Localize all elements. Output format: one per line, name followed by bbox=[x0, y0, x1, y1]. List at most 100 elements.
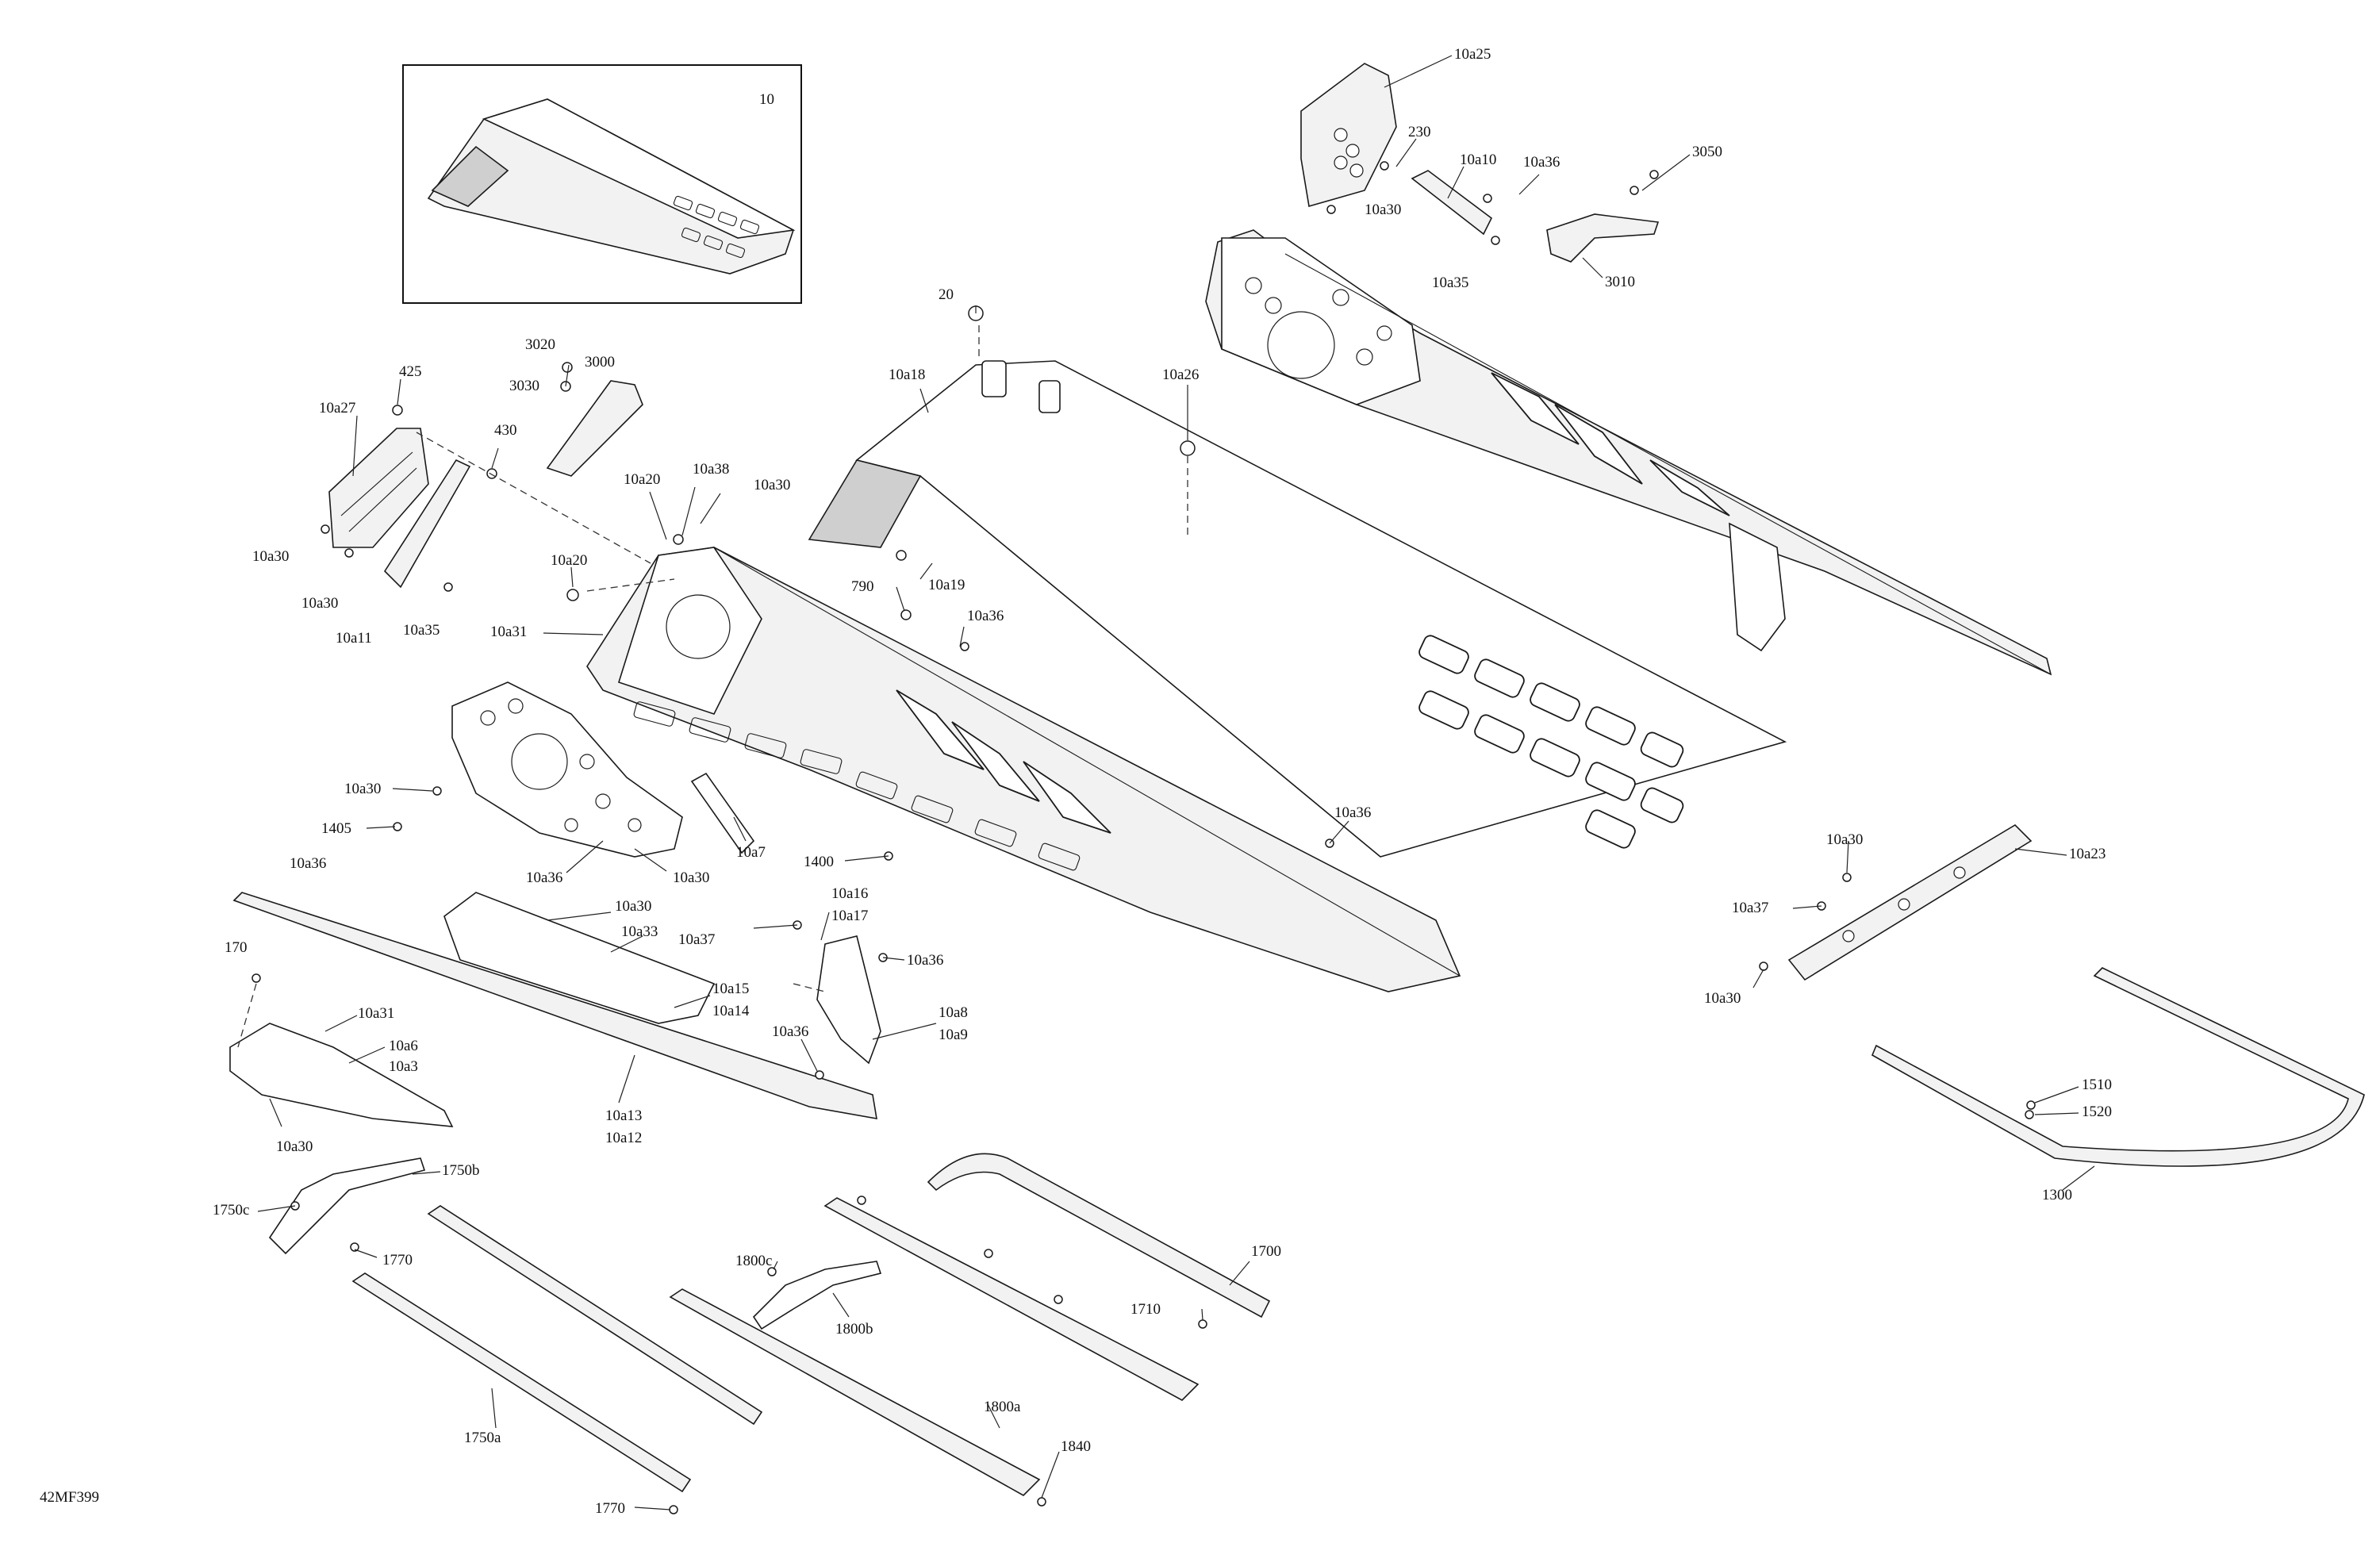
callout-1700: 1700 bbox=[1251, 1243, 1281, 1260]
callout-1750a: 1750a bbox=[464, 1430, 501, 1446]
bracket-10a6 bbox=[229, 1023, 454, 1127]
callout-10a20: 10a20 bbox=[551, 552, 587, 569]
callout-170: 170 bbox=[225, 939, 248, 956]
callout-10a30: 10a30 bbox=[301, 595, 338, 612]
leader-lines bbox=[257, 55, 2095, 1510]
callout-10a38: 10a38 bbox=[693, 461, 729, 478]
callout-10a14: 10a14 bbox=[712, 1003, 750, 1019]
callout-10a30: 10a30 bbox=[252, 548, 289, 565]
runner-1700 bbox=[927, 1153, 1271, 1318]
part-3010 bbox=[1546, 213, 1660, 263]
callout-3000: 3000 bbox=[585, 354, 615, 370]
callout-230: 230 bbox=[1408, 124, 1431, 140]
callout-425: 425 bbox=[399, 363, 422, 380]
callout-1770: 1770 bbox=[595, 1500, 625, 1517]
front-bracket-10a27 bbox=[328, 428, 429, 548]
callout-10a13: 10a13 bbox=[605, 1107, 642, 1124]
callout-10a36: 10a36 bbox=[526, 869, 562, 886]
callout-1710: 1710 bbox=[1130, 1301, 1161, 1318]
callout-1510: 1510 bbox=[2082, 1077, 2112, 1093]
rear-bumper-1300 bbox=[1871, 967, 2365, 1167]
fasteners bbox=[251, 161, 2036, 1514]
runner-1750-upper bbox=[427, 1205, 763, 1426]
panel-cutouts bbox=[633, 701, 1081, 871]
support-10a11 bbox=[383, 459, 471, 589]
callout-10a9: 10a9 bbox=[939, 1027, 968, 1043]
callout-10a7: 10a7 bbox=[736, 844, 766, 861]
callout-10a35: 10a35 bbox=[403, 622, 440, 639]
left-side-panel bbox=[586, 547, 1461, 992]
assembly-lines bbox=[237, 325, 1188, 1048]
callout-10a19: 10a19 bbox=[928, 577, 965, 593]
bracket-1800b bbox=[752, 1261, 882, 1330]
callout-3020: 3020 bbox=[525, 336, 555, 353]
callout-10a18: 10a18 bbox=[889, 367, 925, 383]
callout-10a30: 10a30 bbox=[1704, 990, 1741, 1007]
runner-1800-upper bbox=[823, 1197, 1200, 1401]
callout-1400: 1400 bbox=[804, 854, 834, 870]
rear-bracket-10a25 bbox=[1300, 63, 1397, 208]
bracket-1750b bbox=[268, 1157, 426, 1255]
right-side-panel bbox=[1205, 229, 2052, 676]
callout-10a11: 10a11 bbox=[336, 630, 372, 647]
inset-slots bbox=[673, 195, 760, 259]
callout-10a30: 10a30 bbox=[276, 1138, 313, 1155]
support-10a15 bbox=[443, 892, 716, 1024]
callout-10a3: 10a3 bbox=[389, 1058, 418, 1075]
callout-10a36: 10a36 bbox=[772, 1023, 808, 1040]
callout-10a26: 10a26 bbox=[1162, 367, 1199, 383]
callout-3050: 3050 bbox=[1692, 144, 1722, 160]
callout-1405: 1405 bbox=[321, 820, 351, 837]
callout-10a37: 10a37 bbox=[1732, 900, 1768, 916]
callout-10a30: 10a30 bbox=[673, 869, 709, 886]
callout-1840: 1840 bbox=[1061, 1438, 1091, 1455]
plate-10a7 bbox=[690, 772, 755, 854]
callout-3030: 3030 bbox=[509, 378, 539, 394]
callout-10a16: 10a16 bbox=[831, 885, 868, 902]
callout-10a8: 10a8 bbox=[939, 1004, 968, 1021]
callout-1300: 1300 bbox=[2042, 1187, 2072, 1203]
callout-10a36: 10a36 bbox=[1334, 804, 1371, 821]
footrest-bar-10a13 bbox=[232, 892, 877, 1119]
callout-1520: 1520 bbox=[2082, 1104, 2112, 1120]
callout-10a10: 10a10 bbox=[1460, 152, 1496, 168]
bracket-10a10 bbox=[1411, 170, 1493, 236]
callout-10a30: 10a30 bbox=[615, 898, 651, 915]
callout-1800b: 1800b bbox=[835, 1321, 873, 1338]
callout-1750c: 1750c bbox=[213, 1202, 249, 1219]
callout-10a17: 10a17 bbox=[831, 908, 868, 924]
callout-10a30: 10a30 bbox=[344, 781, 381, 797]
callout-10a31: 10a31 bbox=[490, 624, 527, 640]
front-plate bbox=[451, 681, 683, 858]
callout-10a30: 10a30 bbox=[754, 477, 790, 493]
inset-label: 10 bbox=[759, 91, 774, 108]
runner-1800a bbox=[669, 1288, 1041, 1496]
drawing-code: 42MF399 bbox=[40, 1489, 99, 1506]
callout-10a37: 10a37 bbox=[678, 931, 715, 948]
callout-790: 790 bbox=[851, 578, 874, 595]
callout-10a36: 10a36 bbox=[290, 855, 326, 872]
callout-10a20: 10a20 bbox=[624, 471, 660, 488]
runner-1750a bbox=[351, 1272, 692, 1493]
inset-tunnel-drawing bbox=[427, 98, 796, 274]
callout-10a31: 10a31 bbox=[358, 1005, 394, 1022]
cross-member-10a23 bbox=[1787, 823, 2033, 981]
callout-10a36: 10a36 bbox=[967, 608, 1004, 624]
bracket-10a8 bbox=[816, 935, 881, 1065]
bracket-3000 bbox=[546, 380, 643, 477]
callout-10a30: 10a30 bbox=[1826, 831, 1863, 848]
callout-20: 20 bbox=[939, 286, 954, 303]
inset-assembly-view: 10 bbox=[402, 64, 802, 304]
callout-1770: 1770 bbox=[382, 1252, 413, 1269]
callout-10a36: 10a36 bbox=[1523, 154, 1560, 171]
callout-10a33: 10a33 bbox=[621, 923, 658, 940]
callout-3010: 3010 bbox=[1605, 274, 1635, 290]
callout-1800a: 1800a bbox=[984, 1399, 1021, 1415]
callout-10a36: 10a36 bbox=[907, 952, 943, 969]
tunnel-top-plate bbox=[808, 360, 1787, 858]
callout-430: 430 bbox=[494, 422, 517, 439]
callout-10a35: 10a35 bbox=[1432, 274, 1468, 291]
callout-10a25: 10a25 bbox=[1454, 46, 1491, 63]
tunnel-slots bbox=[1418, 635, 1684, 849]
